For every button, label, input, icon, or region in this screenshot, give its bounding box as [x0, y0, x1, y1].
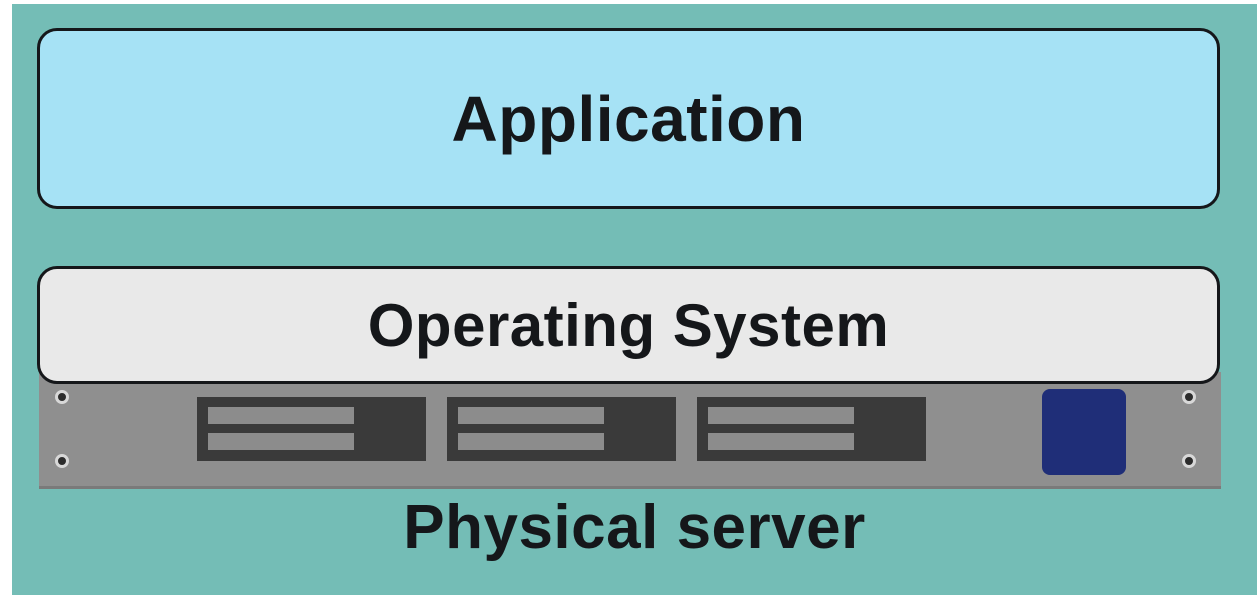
application-layer: Application	[37, 28, 1220, 209]
drive-slot	[458, 433, 604, 450]
drive-slot	[708, 407, 854, 424]
drive-slot	[208, 433, 354, 450]
diagram-canvas: Application Operating System Physical se…	[12, 4, 1257, 595]
drive-slot	[458, 407, 604, 424]
power-button-icon	[1042, 389, 1126, 475]
screw-icon	[55, 390, 69, 404]
drive-slot	[708, 433, 854, 450]
screw-icon	[1182, 454, 1196, 468]
application-label: Application	[451, 82, 806, 155]
drive-slot	[208, 407, 354, 424]
drive-bay	[197, 397, 426, 461]
server-chassis-icon	[39, 372, 1221, 489]
screw-icon	[55, 454, 69, 468]
drive-bay	[447, 397, 676, 461]
screw-icon	[1182, 390, 1196, 404]
operating-system-label: Operating System	[367, 291, 890, 359]
physical-server-label: Physical server	[403, 493, 866, 562]
operating-system-layer: Operating System	[37, 266, 1220, 384]
drive-bay	[697, 397, 926, 461]
